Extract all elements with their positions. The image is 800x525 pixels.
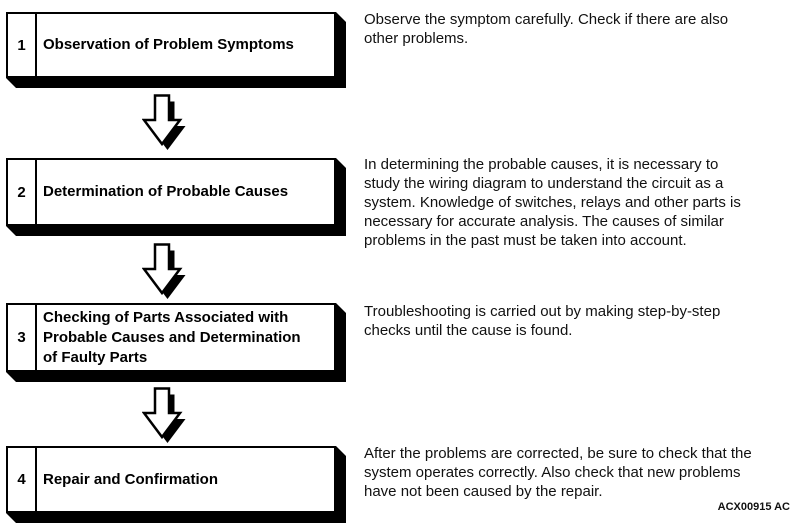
step-label: Observation of Problem Symptoms — [43, 36, 294, 53]
step-number: 1 — [8, 14, 37, 76]
step-box-face: 4 Repair and Confirmation — [6, 446, 336, 513]
step-box-face: 2 Determination of Probable Causes — [6, 158, 336, 226]
down-arrow-icon — [142, 243, 186, 299]
step-box-face: 3 Checking of Parts Associated with Prob… — [6, 303, 336, 372]
step-box-4: 4 Repair and Confirmation — [6, 446, 346, 523]
step-box-1: 1 Observation of Problem Symptoms — [6, 12, 346, 88]
figure-code: ACX00915 AC — [717, 501, 790, 513]
step-label: Determination of Probable Causes — [43, 183, 289, 200]
step-box-face: 1 Observation of Problem Symptoms — [6, 12, 336, 78]
step-box-3: 3 Checking of Parts Associated with Prob… — [6, 303, 346, 382]
step-label: Repair and Confirmation — [43, 470, 219, 488]
step-description: In determining the probable causes, it i… — [364, 156, 741, 249]
step-number: 2 — [8, 160, 37, 224]
step-number: 3 — [8, 305, 37, 370]
step-number: 4 — [8, 448, 37, 511]
down-arrow-icon — [142, 94, 186, 150]
step-description: After the problems are corrected, be sur… — [364, 445, 752, 500]
down-arrow-icon — [142, 387, 186, 443]
step-label: Checking of Parts Associated with Probab… — [43, 308, 301, 366]
step-description: Troubleshooting is carried out by making… — [364, 303, 721, 339]
step-description: Observe the symptom carefully. Check if … — [364, 11, 729, 47]
step-box-2: 2 Determination of Probable Causes — [6, 158, 346, 236]
